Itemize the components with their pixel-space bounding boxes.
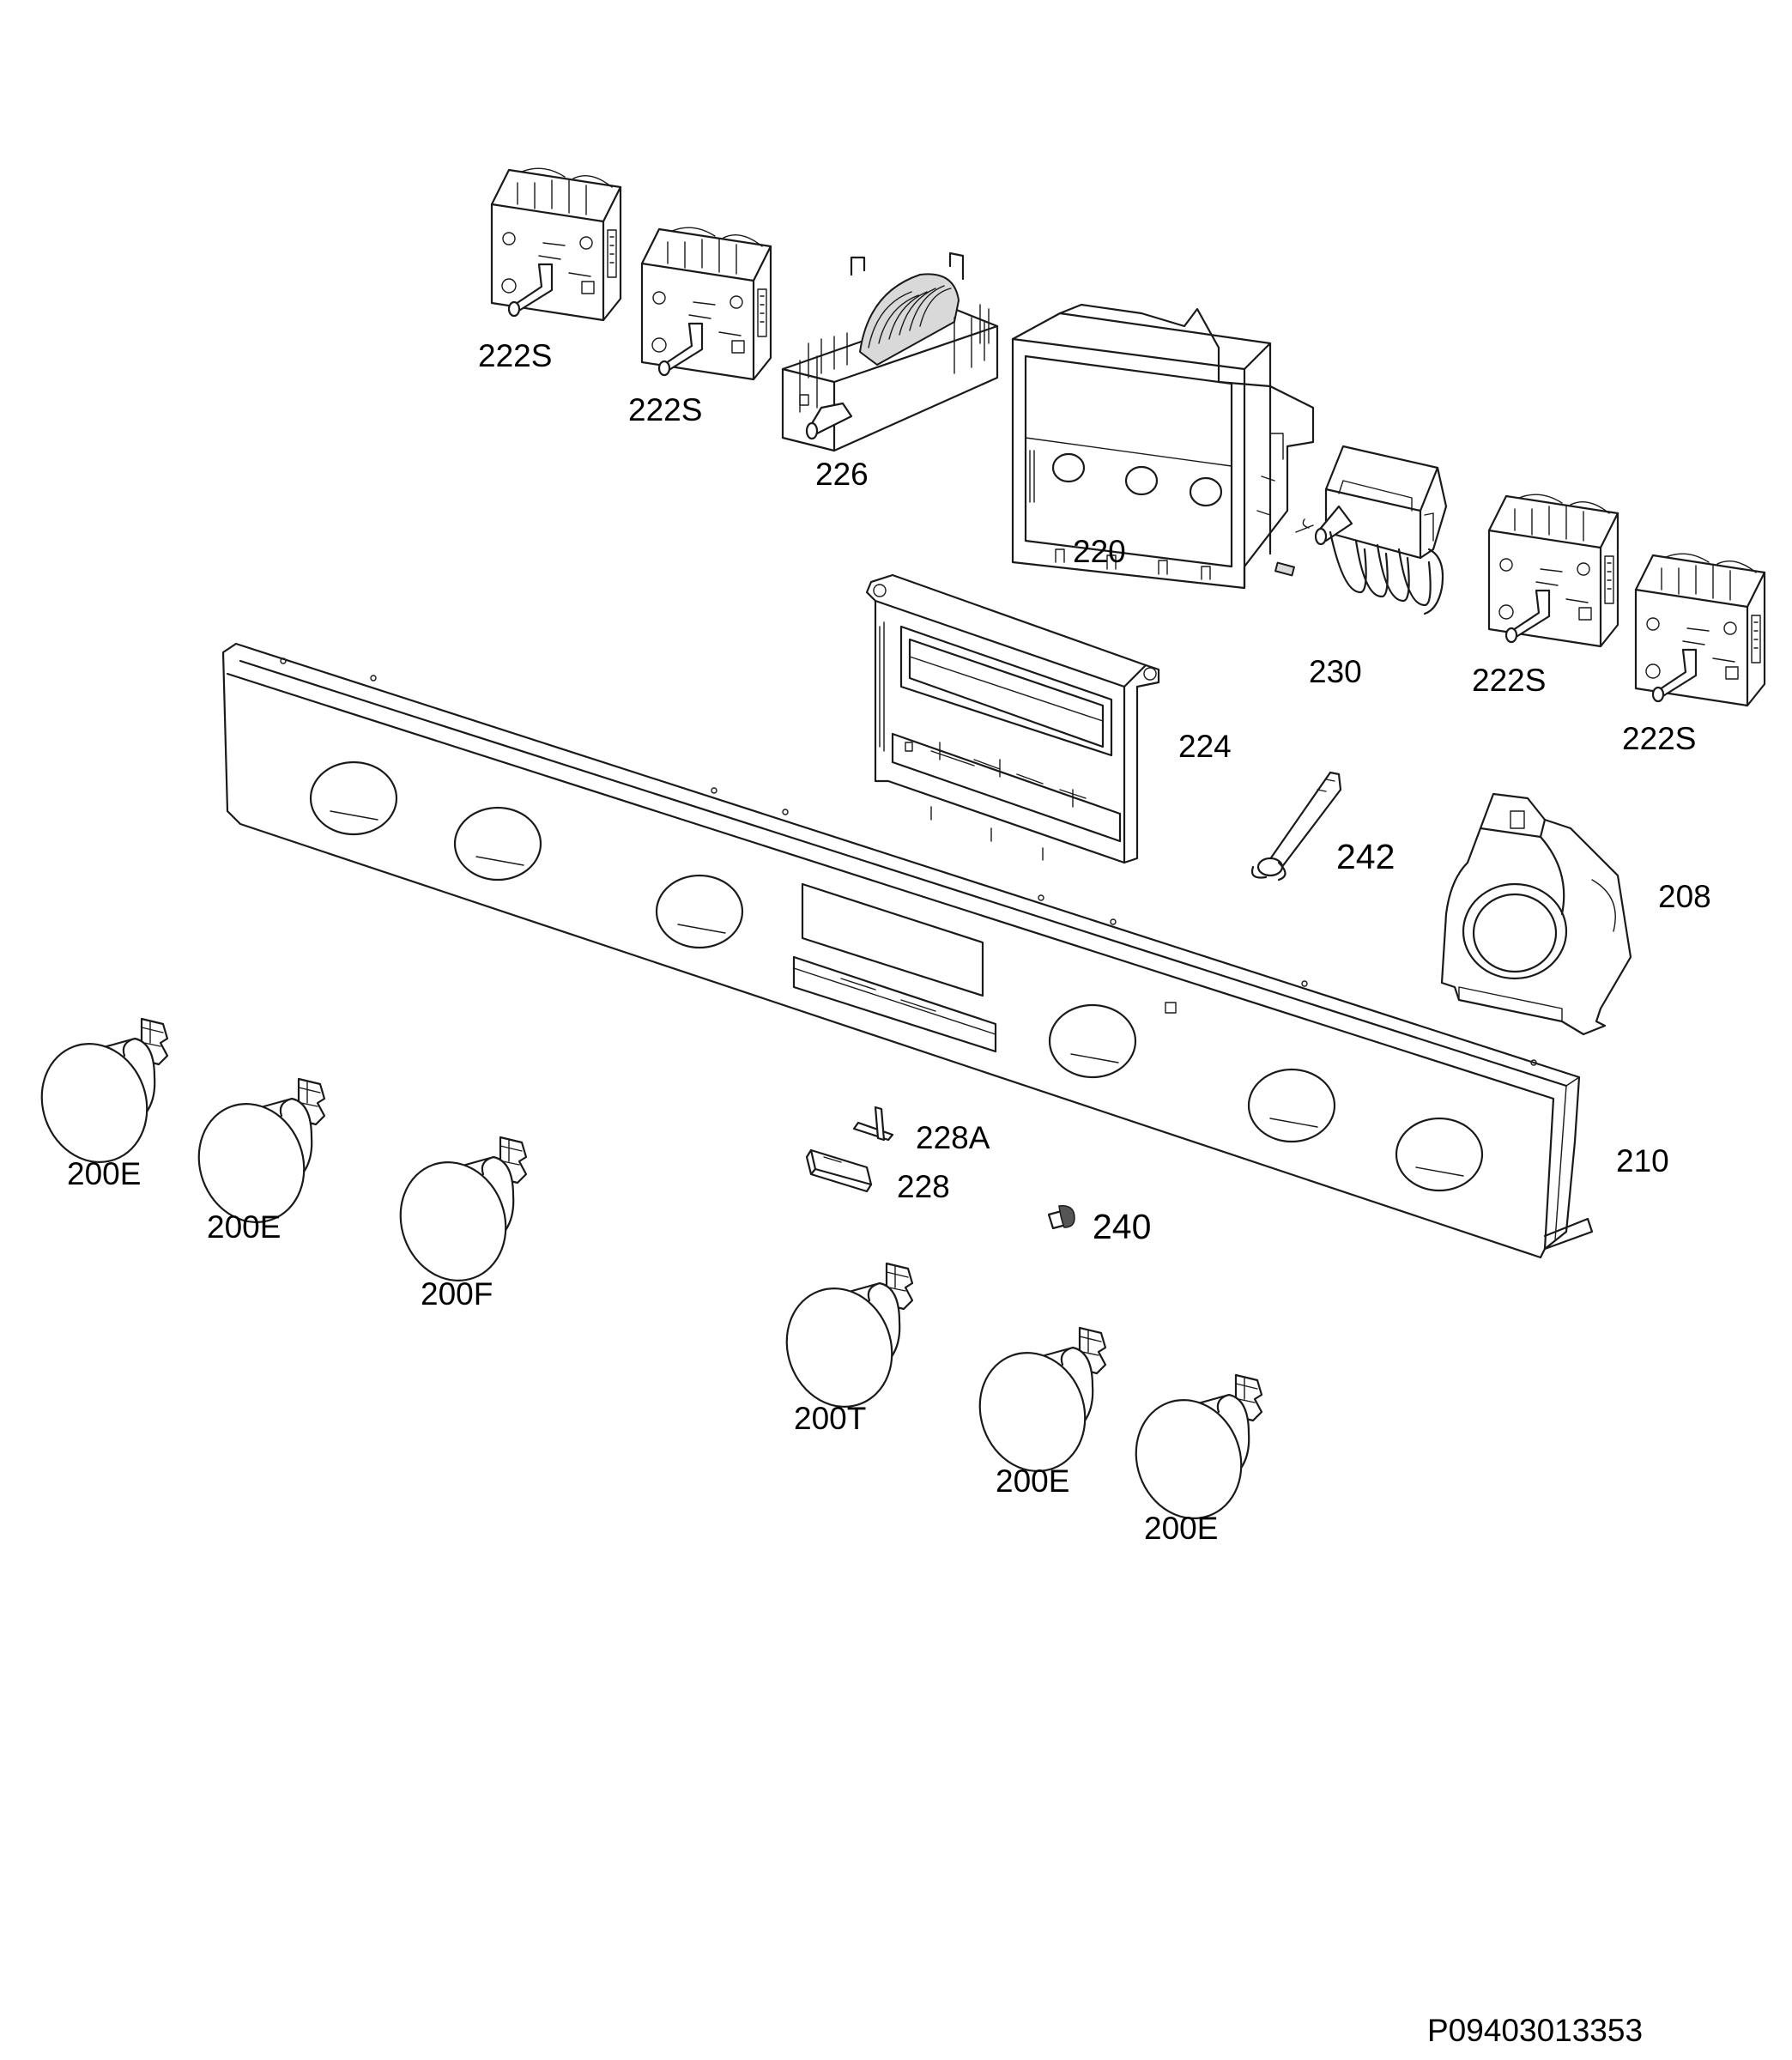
label-200e-2: 200E bbox=[207, 1209, 281, 1245]
function-selector-switch bbox=[781, 251, 999, 452]
label-200e-3: 200E bbox=[996, 1463, 1069, 1499]
energy-regulator-c bbox=[1487, 494, 1619, 648]
label-240: 240 bbox=[1093, 1207, 1151, 1246]
energy-regulator-b bbox=[640, 227, 772, 381]
label-222s-c: 222S bbox=[1472, 663, 1546, 698]
display-housing bbox=[1011, 303, 1315, 590]
part-240 bbox=[1047, 1205, 1075, 1230]
label-224: 224 bbox=[1178, 729, 1232, 764]
callout-labels: 222S 222S 226 220 230 222S 222S 224 242 … bbox=[67, 338, 1711, 1546]
drawing-id: P09403013353 bbox=[1427, 2013, 1643, 2048]
knob-1 bbox=[24, 1017, 169, 1178]
label-228: 228 bbox=[897, 1169, 950, 1204]
label-230: 230 bbox=[1309, 654, 1362, 689]
knob-6 bbox=[1118, 1373, 1263, 1535]
label-222s-b: 222S bbox=[628, 392, 702, 427]
sensor-242 bbox=[1250, 771, 1342, 882]
thermostat bbox=[1274, 445, 1448, 615]
label-222s-d: 222S bbox=[1622, 721, 1696, 756]
label-222s-a: 222S bbox=[478, 338, 552, 373]
energy-regulator-d bbox=[1634, 553, 1766, 707]
label-200e-1: 200E bbox=[67, 1156, 141, 1191]
panel-knob-holes bbox=[309, 760, 1484, 1192]
knob-4 bbox=[769, 1262, 914, 1423]
panel-screw-holes bbox=[280, 657, 1537, 1066]
label-200f: 200F bbox=[421, 1276, 493, 1312]
label-226: 226 bbox=[815, 457, 869, 492]
label-200e-4: 200E bbox=[1144, 1511, 1218, 1546]
display-module bbox=[865, 573, 1160, 864]
energy-regulator-a bbox=[490, 167, 622, 322]
label-242: 242 bbox=[1336, 837, 1395, 876]
cover-208 bbox=[1440, 792, 1632, 1036]
label-208: 208 bbox=[1658, 879, 1711, 914]
label-228a: 228A bbox=[916, 1120, 990, 1155]
label-210: 210 bbox=[1616, 1143, 1669, 1178]
label-220: 220 bbox=[1073, 534, 1126, 569]
part-228a bbox=[852, 1106, 894, 1142]
knob-3 bbox=[383, 1136, 528, 1297]
label-200t: 200T bbox=[794, 1401, 866, 1436]
part-228 bbox=[805, 1148, 873, 1193]
knob-5 bbox=[962, 1326, 1107, 1487]
control-panel bbox=[221, 642, 1594, 1259]
panel-display-window bbox=[792, 882, 997, 1053]
